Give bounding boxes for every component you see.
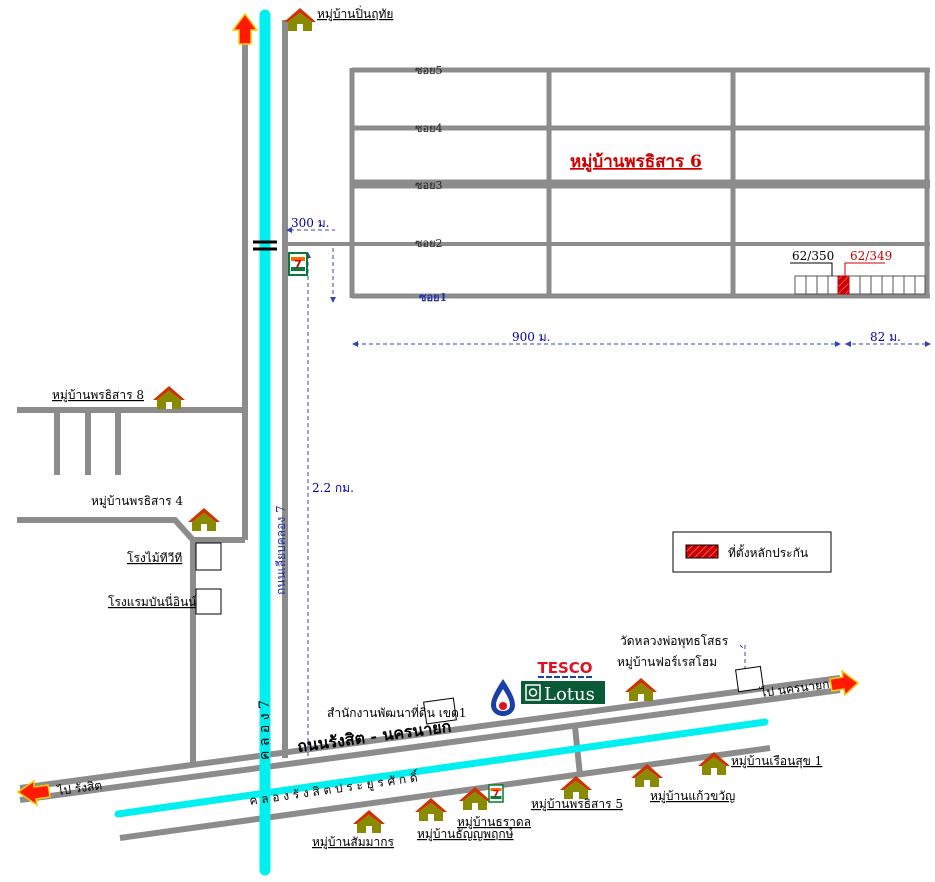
label-pornsiri4: หมู่บ้านพรธิสาร 4 — [91, 494, 183, 509]
legend-label: ที่ตั้งหลักประกัน — [728, 544, 808, 560]
label-canal7: ค ล อ ง 7 — [257, 700, 273, 760]
arrow-icon — [829, 669, 860, 697]
labels: หมู่บ้านปิ่นฤทัย ซอย5 ซอย4 ซอย3 ซอย2 ซอย… — [52, 5, 901, 850]
label-soi5: ซอย5 — [415, 64, 443, 77]
label-to-rangsit: ไป รังสิต — [56, 778, 103, 798]
seven-eleven-icon: 7 — [488, 784, 504, 803]
legend: ที่ตั้งหลักประกัน — [672, 531, 832, 573]
label-dist-300: 300 ม. — [291, 216, 329, 230]
label-soi3: ซอย3 — [415, 179, 443, 192]
land-office-building — [423, 697, 457, 725]
label-plot-62-349: 62/349 — [850, 249, 892, 263]
label-hotel: โรงแรมบันนี่อินน์ — [108, 593, 197, 609]
label-kaew-kwan: หมู่บ้านแก้วขวัญ — [650, 789, 735, 804]
house-icon — [560, 776, 592, 799]
svg-text:Lotus: Lotus — [544, 684, 595, 705]
label-thanya: หมู่บ้านธัญญพฤกษ์ — [417, 827, 514, 842]
bridge-icon — [253, 240, 277, 251]
label-dist-2-2km: 2.2 กม. — [312, 481, 354, 495]
canals — [114, 9, 769, 876]
roads — [17, 20, 930, 841]
label-sommakorn: หมู่บ้านสัมมากร — [312, 835, 395, 850]
dimension-lines — [290, 229, 930, 758]
label-pornsiri5: หมู่บ้านพรธิสาร 5 — [531, 797, 623, 812]
house-icon — [353, 810, 385, 833]
label-ruen-suk1: หมู่บ้านเรือนสุข 1 — [731, 754, 822, 769]
svg-text:TESCO: TESCO — [537, 659, 592, 677]
house-icon — [153, 386, 185, 409]
label-pin-nathai: หมู่บ้านปิ่นฤทัย — [317, 5, 393, 22]
label-tharadol: หมู่บ้านธราดล — [457, 815, 531, 830]
label-soi1: ซอย1 — [419, 291, 447, 304]
house-icon — [188, 508, 220, 531]
seven-eleven-icon: 7 — [288, 252, 308, 276]
label-pornsiri8: หมู่บ้านพรธิสาร 8 — [52, 388, 144, 403]
label-road-klong7: ถนนเลียบคลอง 7 — [274, 505, 288, 595]
plot-row — [790, 262, 926, 295]
tesco-lotus-logo: TESCO Lotus — [521, 659, 605, 705]
label-soi4: ซอย4 — [415, 122, 443, 135]
temple-building — [735, 665, 764, 693]
label-pornsiri6: หมู่บ้านพรธิสาร 6 — [570, 152, 702, 173]
svg-text:7: 7 — [493, 790, 499, 800]
label-temple: วัดหลวงพ่อพุทธโสธร — [620, 634, 729, 649]
label-dist-900: 900 ม. — [512, 330, 550, 344]
house-icon — [415, 798, 447, 821]
arrow-icon — [16, 779, 51, 807]
arrow-icon — [231, 12, 259, 45]
label-factory: โรงไม้ทีวีที — [127, 551, 182, 565]
label-dist-82: 82 ม. — [870, 330, 901, 344]
label-soi2: ซอย2 — [415, 237, 443, 250]
house-icon — [625, 678, 657, 701]
hatched-plot-icon — [837, 275, 850, 295]
ptt-icon — [491, 679, 515, 716]
label-land-office: สำนักงานพัฒนาที่ดิน เขต1 — [327, 704, 466, 720]
hatched-plot-icon — [685, 544, 719, 559]
factory-building — [195, 542, 222, 571]
hotel-building — [195, 588, 222, 615]
label-plot-62-350: 62/350 — [792, 249, 834, 263]
house-icon — [284, 8, 316, 31]
svg-text:7: 7 — [294, 258, 302, 271]
label-forest-home: หมู่บ้านฟอร์เรสโฮม — [617, 655, 717, 670]
